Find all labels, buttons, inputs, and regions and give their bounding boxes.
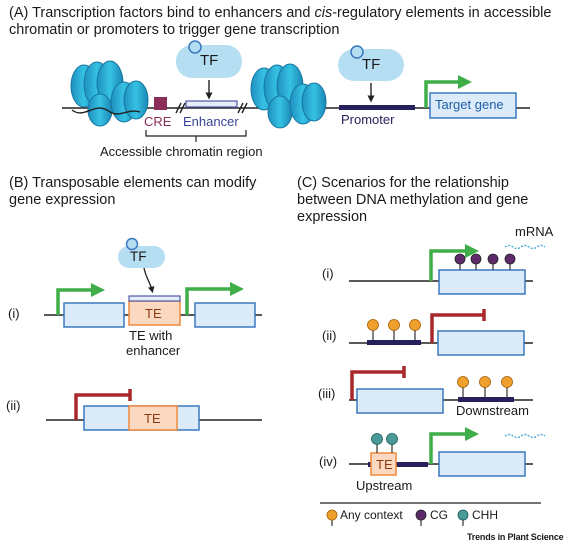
arrow-b-i-left <box>56 283 105 315</box>
row-b-ii-label: (ii) <box>6 398 21 413</box>
cre-label: CRE <box>144 114 172 129</box>
tf-label-b: TF <box>130 249 147 264</box>
te-box-c-iv <box>370 452 397 476</box>
te-caption-line1: TE with <box>129 328 173 343</box>
te-label-c-iv: TE <box>376 457 393 472</box>
gene-box-c-iv <box>438 451 526 477</box>
tf-label-2: TF <box>362 56 381 73</box>
legend-any-context: Any context <box>340 508 403 522</box>
upstream-label: Upstream <box>356 478 413 493</box>
block-c-ii <box>430 309 486 343</box>
enhancer-label: Enhancer <box>183 114 239 129</box>
row-c-i-label: (i) <box>322 266 334 281</box>
panel-b-title-line2: gene expression <box>9 192 116 208</box>
panel-c-title-line2: between DNA methylation and gene <box>297 192 529 208</box>
te-caption-line2: enhancer <box>126 343 181 358</box>
gene-box-c-i <box>438 269 526 295</box>
legend-chh: CHH <box>472 508 498 522</box>
block-b-ii <box>74 389 132 420</box>
mrna-label: mRNA <box>515 224 554 239</box>
panel-a-diagram <box>62 40 530 142</box>
enhancer-box <box>185 100 238 108</box>
legend-symbols <box>326 509 469 526</box>
nucleosome-cluster-right <box>250 63 327 129</box>
tf-label-1: TF <box>200 52 219 69</box>
row-b-i-label: (i) <box>8 306 20 321</box>
panel-c-diagram <box>320 244 546 526</box>
panel-c-title-line3: expression <box>297 209 368 225</box>
target-gene-label: Target gene <box>435 97 504 112</box>
row-c-iv-label: (iv) <box>319 454 338 469</box>
legend-cg: CG <box>430 508 448 522</box>
nucleosome-cluster-left <box>70 60 149 127</box>
gene-box-b-i-right <box>194 302 256 328</box>
chh-marks-c-iv <box>371 433 398 453</box>
mrna-squiggle-top <box>504 244 546 250</box>
journal-footer: Trends in Plant Science <box>467 532 564 542</box>
panel-a-title-line1: (A) Transcription factors bind to enhanc… <box>9 5 552 21</box>
accessible-chromatin-label: Accessible chromatin region <box>100 144 263 159</box>
any-context-marks-c-iii <box>457 376 513 397</box>
downstream-label: Downstream <box>456 403 529 418</box>
row-c-iii-label: (iii) <box>318 386 336 401</box>
target-gene-box <box>429 92 517 119</box>
row-c-ii-label: (ii) <box>322 328 337 343</box>
any-context-marks-c-ii <box>367 319 421 340</box>
accessible-bracket <box>145 130 247 137</box>
enhancer-strip-b-i <box>128 295 181 302</box>
gene-box-b-i-left <box>63 302 125 328</box>
promoter-bar <box>339 105 415 110</box>
block-c-iii <box>350 366 406 400</box>
promoter-label: Promoter <box>341 112 395 127</box>
arrow-c-i <box>429 244 479 281</box>
panel-c-title-line1: (C) Scenarios for the relationship <box>297 175 509 191</box>
arrow-b-i-right <box>185 282 244 315</box>
arrow-c-iv <box>429 427 479 464</box>
panel-b-title-line1: (B) Transposable elements can modify <box>9 175 257 191</box>
gene-box-c-ii <box>437 330 525 356</box>
break-marks-left <box>175 102 248 114</box>
panel-a-title-line2: chromatin or promoters to trigger gene t… <box>9 22 340 38</box>
panel-b-diagram <box>44 237 262 431</box>
cre-box <box>154 97 167 110</box>
te-box-b-ii <box>128 405 178 431</box>
tf-blob-b <box>118 246 165 268</box>
te-box-b-i <box>128 300 181 326</box>
te-label-b-ii: TE <box>144 411 161 426</box>
cg-marks-c-i <box>454 253 516 270</box>
mrna-squiggle-bottom <box>504 433 546 439</box>
te-label-b-i: TE <box>145 306 162 321</box>
gene-box-c-iii <box>356 388 444 414</box>
transcription-arrow-a <box>424 75 472 108</box>
